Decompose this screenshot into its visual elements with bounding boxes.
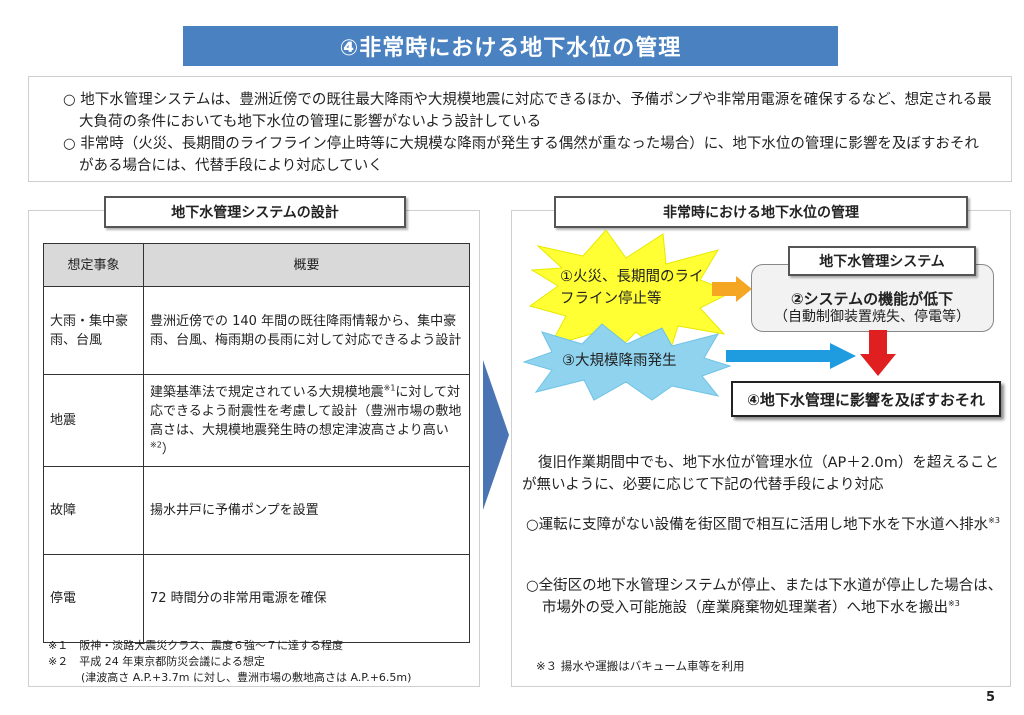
footnote-2: ※２ 平成 24 年東京都防災会議による想定 — [48, 655, 265, 668]
design-table: 想定事象 概要 大雨・集中豪雨、台風 豊洲近傍での 140 年間の既往降雨情報か… — [43, 243, 470, 643]
system-function-detail: （自動制御装置焼失、停電等） — [774, 309, 970, 325]
summary-cell: 建築基準法で規定されている大規模地震※1に対して対応できるよう耐震性を考慮して設… — [143, 374, 470, 467]
table-row: 大雨・集中豪雨、台風 豊洲近傍での 140 年間の既往降雨情報から、集中豪雨、台… — [43, 286, 470, 375]
burst-rain-text: ③大規模降雨発生 — [562, 353, 677, 369]
summary-cell: 72 時間分の非常用電源を確保 — [143, 554, 470, 643]
footnote-ref: ※1 — [383, 383, 396, 393]
arrow-right-blue-icon — [726, 343, 856, 369]
alternative-measure-2: ○全街区の地下水管理システムが停止、または下水道が停止した場合は、市場外の受入可… — [526, 575, 1004, 619]
table-row: 故障 揚水井戸に予備ポンプを設置 — [43, 466, 470, 555]
event-cell: 故障 — [43, 466, 144, 555]
table-row: 地震 建築基準法で規定されている大規模地震※1に対して対応できるよう耐震性を考慮… — [43, 374, 470, 467]
footnote-1: ※１ 阪神・淡路大震災クラス、震度６強～７に達する程度 — [48, 639, 343, 652]
summary-cell: 揚水井戸に予備ポンプを設置 — [143, 466, 470, 555]
footnote-3: ※３ 揚水や運搬はバキューム車等を利用 — [536, 659, 745, 673]
summary-cell: 豊洲近傍での 140 年間の既往降雨情報から、集中豪雨、台風、梅雨期の長雨に対し… — [143, 286, 470, 375]
response-text: 復旧作業期間中でも、地下水位が管理水位（AP＋2.0m）を超えることが無いように… — [522, 455, 999, 493]
page-title: ④非常時における地下水位の管理 — [183, 26, 838, 66]
table-row: 停電 72 時間分の非常用電源を確保 — [43, 554, 470, 643]
footnote-ref: ※3 — [948, 599, 960, 609]
event-cell: 停電 — [43, 554, 144, 643]
transition-arrow-icon — [483, 360, 509, 510]
summary-text: ） — [161, 441, 175, 457]
summary-text: に対して対応できるよう耐震性を考慮して設計（豊洲市場の敷地高さは、大規模地震発生… — [150, 384, 462, 438]
arrow-right-orange-icon — [712, 276, 752, 302]
measure-1-text: ○運転に支障がない設備を街区間で相互に活用し地下水を下水道へ排水 — [526, 517, 989, 533]
footnote-2-detail: (津波高さ A.P.+3.7m に対し、豊洲市場の敷地高さは A.P.+6.5m… — [48, 671, 412, 684]
footnotes: ※１ 阪神・淡路大震災クラス、震度６強～７に達する程度 ※２ 平成 24 年東京… — [48, 638, 411, 686]
summary-item-2: ○ 非常時（火災、長期間のライフライン停止時等に大規模な降雨が発生する偶然が重な… — [63, 136, 979, 174]
emergency-panel-label: 非常時における地下水位の管理 — [554, 196, 968, 228]
impact-result-box: ④地下水管理に影響を及ぼすおそれ — [731, 381, 1001, 417]
header-event: 想定事象 — [43, 243, 144, 287]
system-function-down: ②システムの機能が低下 — [790, 290, 954, 308]
table-header-row: 想定事象 概要 — [43, 243, 470, 287]
footnote-ref: ※3 — [988, 516, 1000, 526]
system-label: 地下水管理システム — [788, 246, 976, 276]
footnote-ref: ※2 — [150, 440, 162, 450]
summary-text: 建築基準法で規定されている大規模地震 — [150, 384, 384, 400]
summary-box: ○ 地下水管理システムは、豊洲近傍での既往最大降雨や大規模地震に対応できるほか、… — [28, 76, 1012, 182]
event-cell: 大雨・集中豪雨、台風 — [43, 286, 144, 375]
header-summary: 概要 — [143, 243, 470, 287]
arrow-down-red-icon — [860, 330, 896, 376]
summary-item-1: ○ 地下水管理システムは、豊洲近傍での既往最大降雨や大規模地震に対応できるほか、… — [63, 92, 992, 130]
alternative-measure-1: ○運転に支障がない設備を街区間で相互に活用し地下水を下水道へ排水※3 — [526, 514, 1004, 536]
response-paragraph: 復旧作業期間中でも、地下水位が管理水位（AP＋2.0m）を超えることが無いように… — [522, 452, 1006, 496]
measure-2-text: ○全街区の地下水管理システムが停止、または下水道が停止した場合は、市場外の受入可… — [526, 578, 1003, 616]
event-cell: 地震 — [43, 374, 144, 467]
rain-burst-icon — [522, 323, 732, 401]
page-number: 5 — [986, 690, 996, 705]
burst-fire-text: ①火災、長期間のライフライン停止等 — [560, 269, 704, 307]
design-panel-label: 地下水管理システムの設計 — [104, 196, 406, 228]
fire-burst-icon — [528, 229, 733, 361]
